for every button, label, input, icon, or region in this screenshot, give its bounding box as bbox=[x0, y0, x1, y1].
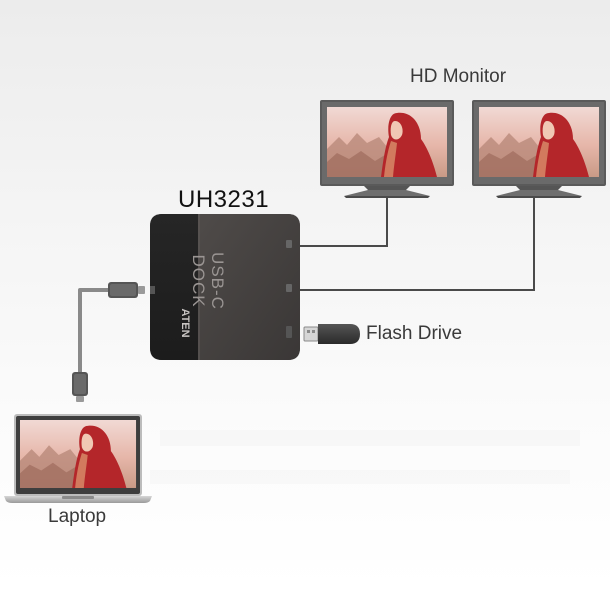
flash-drive-icon bbox=[303, 324, 360, 344]
laptop-icon bbox=[4, 414, 152, 503]
monitor-icon bbox=[320, 100, 454, 198]
background-reflection bbox=[150, 430, 580, 484]
usb-dock-icon bbox=[150, 214, 300, 360]
hd-monitor-label: HD Monitor bbox=[410, 66, 507, 87]
flash-drive-label: Flash Drive bbox=[366, 323, 463, 344]
model-label: UH3231 bbox=[178, 186, 270, 213]
dock-brand-logo: ATEN bbox=[179, 308, 191, 337]
monitor-icon bbox=[472, 100, 606, 198]
cable-laptop bbox=[78, 288, 114, 372]
usb-c-cable-icon bbox=[72, 282, 145, 402]
cable-monitor-1 bbox=[300, 196, 388, 247]
laptop-label: Laptop bbox=[48, 506, 107, 527]
dock-front-text-line1: USB-C bbox=[208, 252, 227, 310]
dock-front-text-line2: DOCK bbox=[189, 254, 208, 307]
cable-monitor-2 bbox=[300, 196, 535, 291]
